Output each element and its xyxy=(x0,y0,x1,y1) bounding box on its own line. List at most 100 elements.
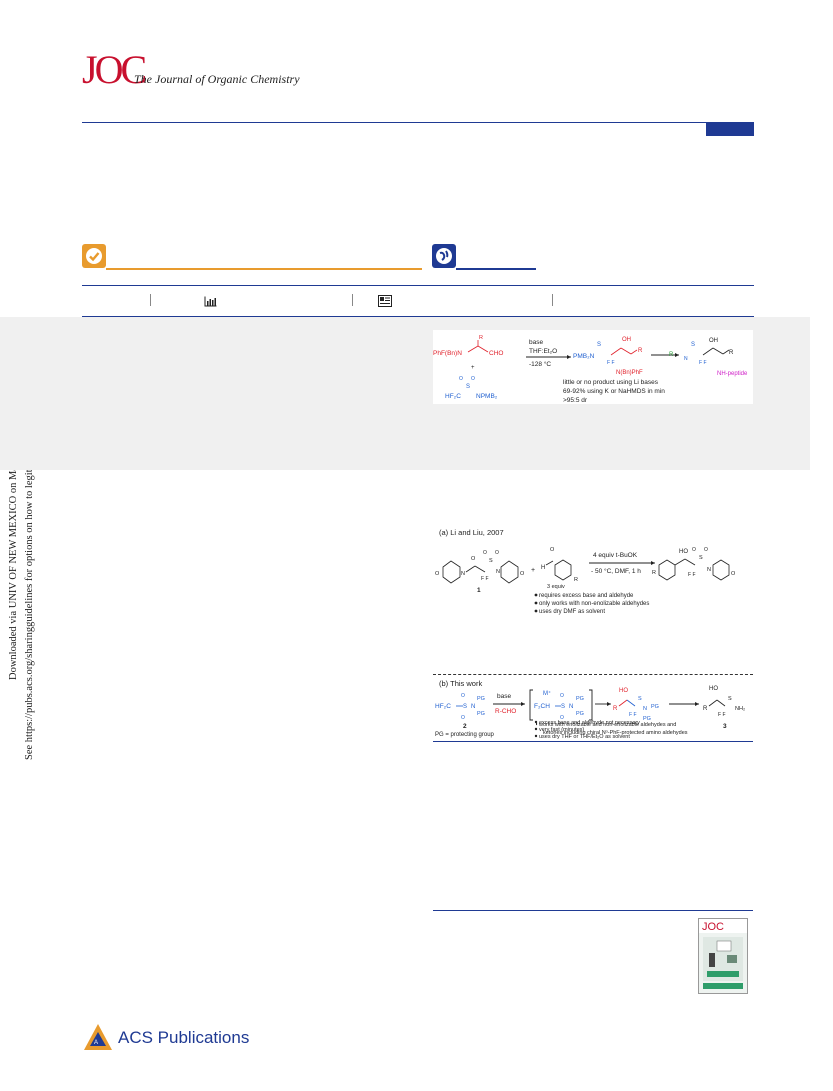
svg-text:A: A xyxy=(94,1040,98,1046)
svg-text:PG: PG xyxy=(643,716,651,722)
svg-text:R: R xyxy=(703,706,708,712)
svg-text:O: O xyxy=(461,715,465,721)
figure-1[interactable]: (a) Li and Liu, 2007 O N O F F S O O N O… xyxy=(433,525,753,673)
figure-1-part-b[interactable]: (b) This work HF₂C S O O N PG PG 2 PG = … xyxy=(433,678,753,740)
figure-base-label: base xyxy=(497,693,511,700)
svg-text:N: N xyxy=(569,704,573,710)
figure-equiv: 3 equiv xyxy=(547,584,565,590)
svg-text:O: O xyxy=(560,693,564,699)
figure-part-b-title: (b) This work xyxy=(439,679,482,688)
article-recommendations-icon[interactable] xyxy=(378,294,392,312)
toc-product-amine: N(Bn)PhF xyxy=(616,370,643,376)
svg-text:F F: F F xyxy=(629,712,637,718)
journal-cover-thumbnail[interactable]: JOC xyxy=(698,918,748,994)
figure-ho-b: HO xyxy=(619,688,628,694)
figure-compound-1: 1 xyxy=(477,587,481,594)
svg-text:O: O xyxy=(550,547,555,553)
figure-m-label: M⁺ xyxy=(543,690,551,697)
figure-temp-conditions: - 50 °C, DMF, 1 h xyxy=(591,567,641,575)
svg-text:O: O xyxy=(692,547,696,553)
metrics-bar-top-rule xyxy=(82,285,754,286)
acs-logo-icon[interactable]: A xyxy=(82,1022,114,1057)
figure-ho-label: HO xyxy=(679,549,688,555)
metrics-separator xyxy=(150,294,151,306)
svg-text:O: O xyxy=(495,550,499,556)
svg-text:S: S xyxy=(597,342,601,348)
svg-text:O: O xyxy=(461,693,465,699)
figure-bullet-b-1: excess base and aldehyde not necessary xyxy=(539,720,640,726)
svg-text:F F: F F xyxy=(607,360,615,366)
open-access-rule xyxy=(456,268,536,270)
svg-text:S: S xyxy=(561,704,565,710)
toc-graphic[interactable]: PhF(Bn)N CHO R + HF₂C NPMB₂ S O O base T… xyxy=(433,330,753,404)
footer-rule xyxy=(433,910,753,911)
svg-text:PG: PG xyxy=(576,711,584,717)
svg-text:O: O xyxy=(471,376,475,382)
figure-bullet-b-3: uses dry THF or THF/Et₂O as solvent xyxy=(539,734,630,740)
figure-bullet-b-2: very fast (minutes) xyxy=(539,727,584,733)
toc-reagent-amine: NPMB₂ xyxy=(476,393,498,400)
figure-h-label: H xyxy=(541,565,545,571)
svg-text:O: O xyxy=(471,556,476,562)
figure-r-label: R xyxy=(574,577,578,583)
svg-text:O: O xyxy=(731,571,736,577)
metrics-separator xyxy=(352,294,353,306)
toc-note-3: >95:5 dr xyxy=(563,397,588,404)
toc-note-1: little or no product using Li bases xyxy=(563,379,659,386)
figure-pg-note: PG = protecting group xyxy=(435,732,495,738)
svg-text:N: N xyxy=(461,571,465,577)
toc-product-oh: OH xyxy=(622,337,631,343)
svg-text:S: S xyxy=(691,342,695,348)
svg-text:PG: PG xyxy=(477,711,485,717)
toc-reagent: HF₂C xyxy=(445,393,461,400)
svg-text:N: N xyxy=(496,569,500,575)
svg-text:S: S xyxy=(489,558,493,564)
svg-text:N: N xyxy=(471,704,475,710)
figure-rcho-label: R-CHO xyxy=(495,708,516,715)
globe-icon xyxy=(436,248,452,264)
figure-compound-3: 3 xyxy=(723,723,727,730)
acs-publications-wordmark[interactable]: ACS Publications xyxy=(118,1028,250,1047)
figure-bullets-b-extra: works with enolizable and non-enolizable… xyxy=(534,718,756,740)
svg-text:S: S xyxy=(699,555,703,561)
figure-divider xyxy=(433,674,753,675)
header-rule xyxy=(82,122,754,123)
svg-text:O: O xyxy=(704,547,708,553)
figure-bullet-a-1: requires excess base and aldehyde xyxy=(539,593,634,599)
svg-text:R: R xyxy=(669,352,674,358)
toc-reactant-aldehyde: PhF(Bn)N xyxy=(433,350,462,357)
svg-text:F F: F F xyxy=(718,712,726,718)
svg-text:O: O xyxy=(520,571,525,577)
figure-compound-2: 2 xyxy=(463,723,467,730)
figure-bullet-a-3: uses dry DMF as solvent xyxy=(539,609,605,615)
svg-text:N: N xyxy=(707,567,711,573)
svg-text:F F: F F xyxy=(699,360,707,366)
figure-bullet-b-5: ketones including chiral Nᵅ-PhF-protecte… xyxy=(543,730,688,736)
access-badge[interactable] xyxy=(82,244,106,268)
metrics-icon[interactable] xyxy=(204,294,217,312)
figure-reagent-conditions: 4 equiv t-BuOK xyxy=(593,552,638,559)
journal-name: The Journal of Organic Chemistry xyxy=(134,72,300,86)
figure-r-b: R xyxy=(613,706,618,712)
svg-text:O: O xyxy=(560,715,564,721)
figure-bullet-b-4: works with enolizable and non-enolizable… xyxy=(538,722,676,728)
svg-text:S: S xyxy=(466,384,470,390)
figure-part-a-title: (a) Li and Liu, 2007 xyxy=(439,528,504,537)
article-type-tab xyxy=(706,123,754,136)
toc-conditions-base: base xyxy=(529,339,543,346)
journal-logo[interactable]: JOC xyxy=(82,47,147,92)
figure-f2ch-label: F₂CH xyxy=(534,703,550,710)
svg-text:PG: PG xyxy=(651,704,659,710)
open-access-badge[interactable] xyxy=(432,244,456,268)
metrics-bar-bottom-rule xyxy=(82,316,754,317)
svg-text:N: N xyxy=(643,706,647,712)
toc-final-peptide: NH-peptide xyxy=(717,371,748,377)
toc-aldehyde-group: CHO xyxy=(489,350,503,357)
svg-text:R: R xyxy=(652,570,656,576)
toc-plus: + xyxy=(471,365,475,371)
svg-text:F F: F F xyxy=(481,576,489,582)
figure-bullet-a-2: only works with non-enolizable aldehydes xyxy=(539,601,649,607)
svg-text:R: R xyxy=(638,348,643,354)
figure-reagent-b: HF₂C xyxy=(435,703,451,710)
toc-conditions-solvent: THF:Et₂O xyxy=(529,348,557,355)
